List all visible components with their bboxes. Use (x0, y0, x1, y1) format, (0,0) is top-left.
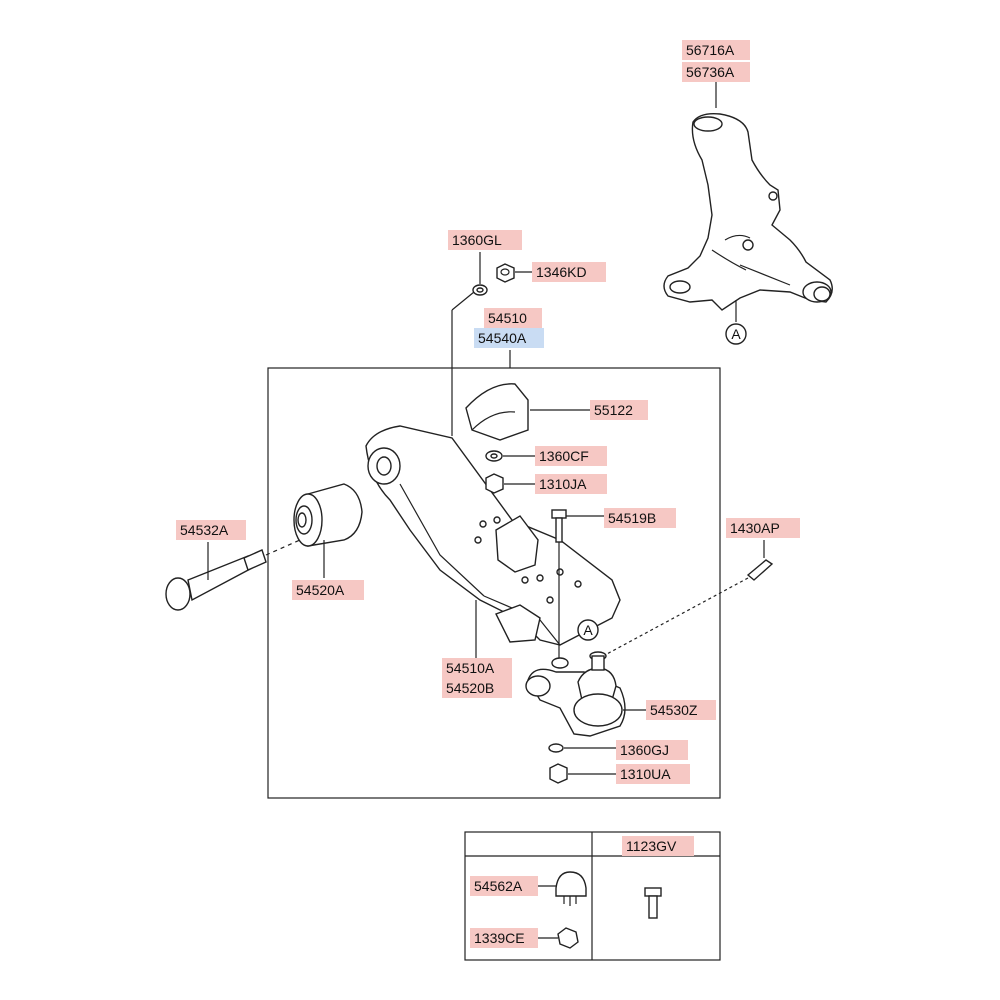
bushing-54520a (293, 483, 363, 547)
svg-text:54520A: 54520A (296, 582, 345, 598)
svg-text:1360GJ: 1360GJ (620, 742, 669, 758)
label-1360cf[interactable]: 1360CF (535, 446, 607, 466)
label-1360gl[interactable]: 1360GL (448, 230, 522, 250)
svg-text:54510: 54510 (488, 310, 527, 326)
label-1430ap[interactable]: 1430AP (726, 518, 800, 538)
svg-text:54532A: 54532A (180, 522, 229, 538)
svg-text:1360GL: 1360GL (452, 232, 502, 248)
svg-text:1310JA: 1310JA (539, 476, 587, 492)
label-56736a[interactable]: 56736A (682, 62, 750, 82)
label-54530z[interactable]: 54530Z (646, 700, 716, 720)
label-54540a[interactable]: 54540A (474, 328, 544, 348)
label-1346kd[interactable]: 1346KD (532, 262, 606, 282)
nut-1346kd (496, 263, 515, 283)
label-1310ja[interactable]: 1310JA (535, 474, 607, 494)
cotter-pin-1430ap (746, 559, 774, 581)
washer-1360gl (472, 284, 488, 296)
svg-text:54510A: 54510A (446, 660, 495, 676)
nut-1310ja (485, 473, 504, 494)
svg-text:54562A: 54562A (474, 878, 523, 894)
svg-text:1123GV: 1123GV (626, 838, 677, 854)
label-1310ua[interactable]: 1310UA (616, 764, 690, 784)
part-55122 (465, 383, 529, 441)
label-54510[interactable]: 54510 (484, 308, 542, 328)
label-1360gj[interactable]: 1360GJ (616, 740, 688, 760)
label-55122[interactable]: 55122 (590, 400, 648, 420)
ref-a-balljoint: A (583, 622, 593, 638)
svg-text:56736A: 56736A (686, 64, 735, 80)
label-54519b[interactable]: 54519B (604, 508, 676, 528)
svg-text:1430AP: 1430AP (730, 520, 780, 536)
cap-54562a (555, 871, 587, 906)
label-54532a[interactable]: 54532A (176, 520, 246, 540)
bolt-54532a (165, 549, 267, 611)
label-56716a[interactable]: 56716A (682, 40, 750, 60)
svg-text:1310UA: 1310UA (620, 766, 671, 782)
svg-text:54519B: 54519B (608, 510, 656, 526)
label-1123gv[interactable]: 1123GV (622, 836, 694, 856)
nut-1310ua (549, 763, 568, 784)
label-1339ce[interactable]: 1339CE (470, 928, 538, 948)
label-54562a[interactable]: 54562A (470, 876, 538, 896)
ball-joint-54530z (525, 651, 626, 737)
svg-text:55122: 55122 (594, 402, 633, 418)
svg-text:1360CF: 1360CF (539, 448, 589, 464)
label-54520b[interactable]: 54520B (442, 678, 512, 698)
assembly-frame (267, 367, 721, 799)
nut-1339ce (557, 927, 579, 949)
svg-text:54540A: 54540A (478, 330, 527, 346)
lower-control-arm (365, 425, 621, 646)
svg-text:54530Z: 54530Z (650, 702, 698, 718)
svg-text:56716A: 56716A (686, 42, 735, 58)
ref-a-knuckle: A (731, 326, 741, 342)
svg-text:1346KD: 1346KD (536, 264, 587, 280)
washer-1360gj (548, 743, 564, 753)
svg-text:1339CE: 1339CE (474, 930, 525, 946)
label-54520a[interactable]: 54520A (292, 580, 364, 600)
steering-knuckle (663, 112, 833, 311)
washer-1360cf (485, 450, 503, 462)
label-54510a[interactable]: 54510A (442, 658, 512, 678)
svg-text:54520B: 54520B (446, 680, 494, 696)
bolt-1123gv (644, 887, 662, 919)
